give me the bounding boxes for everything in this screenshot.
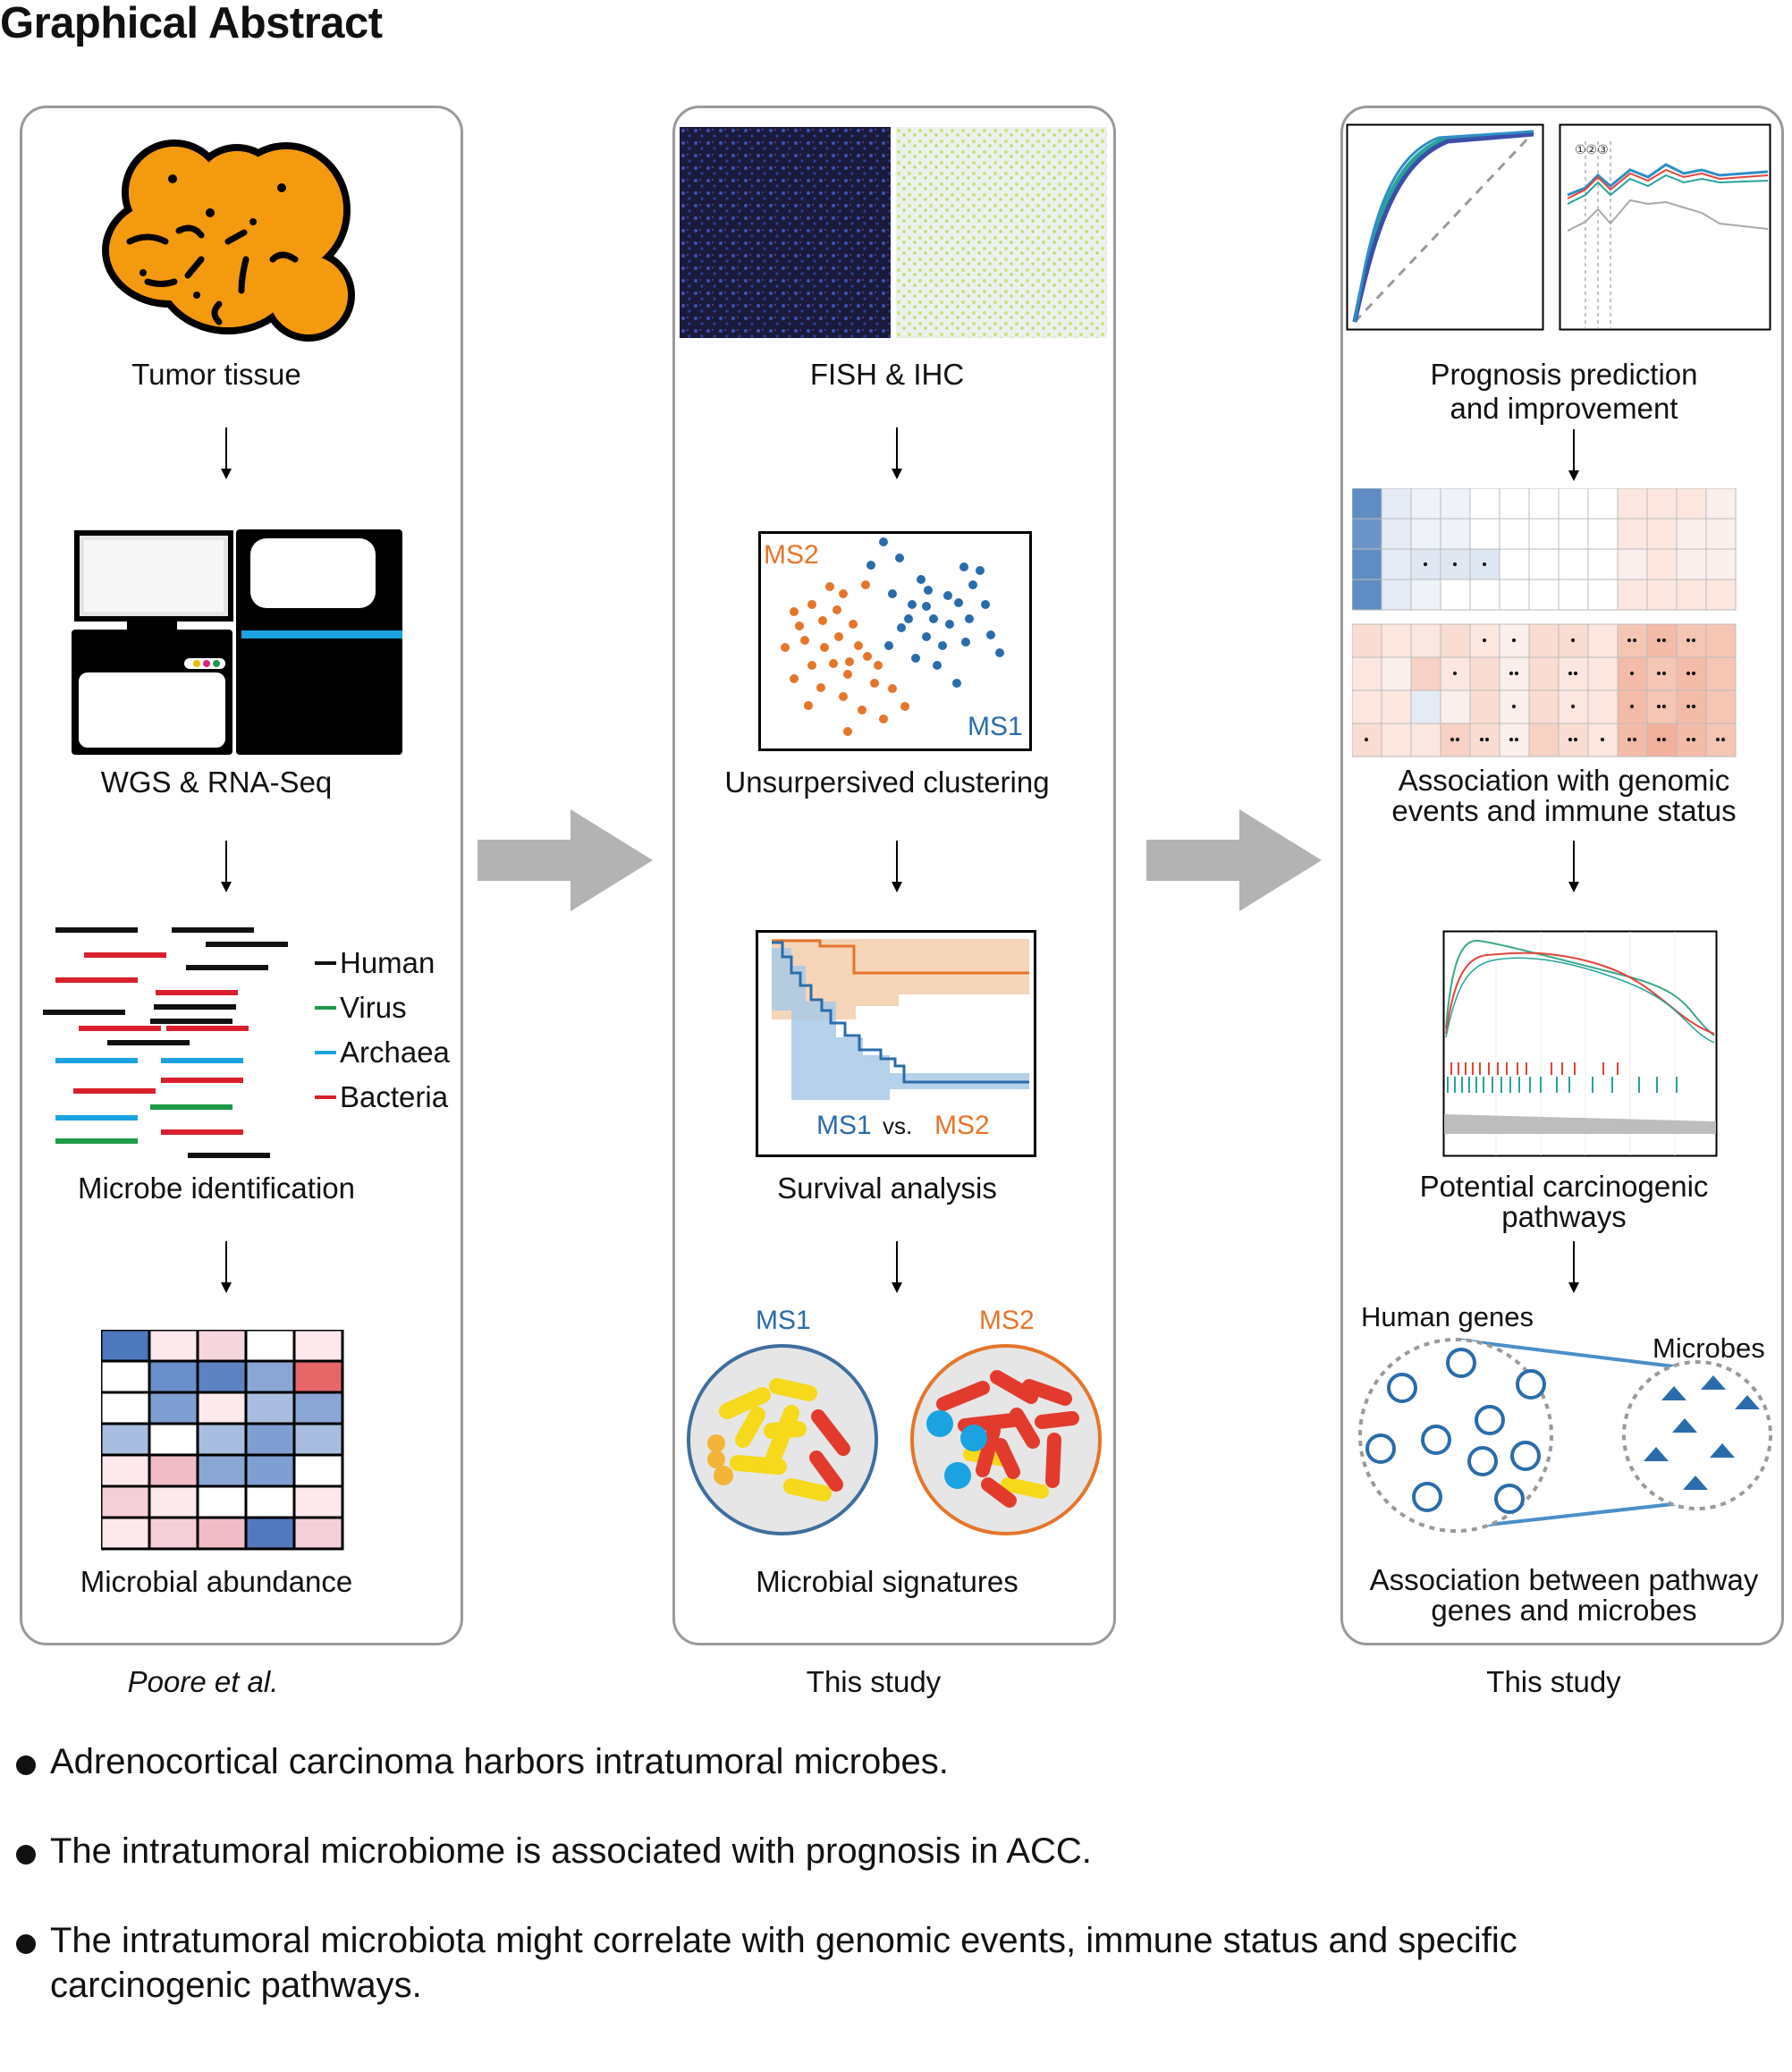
label-human-genes: Human genes	[1361, 1301, 1534, 1332]
km-label-ms1: MS1	[816, 1111, 872, 1140]
km-label-ms2: MS2	[934, 1111, 990, 1140]
graphical-abstract-title: Graphical Abstract	[0, 0, 383, 47]
label-prognosis-prediction: Prognosis prediction and improvement	[1430, 358, 1698, 425]
ms2-signature-circle	[910, 1344, 1102, 1535]
km-label-vs: vs.	[883, 1112, 912, 1139]
down-arrow	[221, 1241, 232, 1293]
label-survival-analysis: Survival analysis	[777, 1171, 997, 1205]
label-genomic-immune: Association with genomic events and immu…	[1391, 764, 1737, 827]
big-right-arrow-1	[478, 809, 653, 911]
legend-virus: Virus	[340, 991, 407, 1024]
sequencing-reads-icon	[43, 927, 288, 1158]
finding-text: The intratumoral microbiome is associate…	[50, 1831, 1092, 1871]
finding-item: Adrenocortical carcinoma harbors intratu…	[14, 1739, 1767, 1784]
gsea-enrichment-plot	[1442, 930, 1718, 1157]
ihc-image	[896, 127, 1107, 338]
read-type-legend-swatches	[315, 961, 336, 1099]
legend-human: Human	[340, 946, 435, 979]
label-microbial-signatures: Microbial signatures	[756, 1565, 1019, 1598]
down-arrow	[1568, 841, 1579, 892]
caption-poore: Poore et al.	[127, 1665, 279, 1698]
label-microbial-abundance: Microbial abundance	[80, 1565, 353, 1598]
gene-microbe-network	[1358, 1338, 1772, 1533]
big-right-arrow-2	[1146, 809, 1322, 911]
km-survival-plot: MS1 vs. MS2	[756, 930, 1036, 1157]
legend-bacteria: Bacteria	[340, 1080, 449, 1113]
performance-line-plot: ①②③	[1559, 123, 1771, 331]
label-microbes: Microbes	[1653, 1332, 1765, 1364]
label-tumor-tissue: Tumor tissue	[131, 358, 301, 391]
cluster-label-ms1: MS1	[968, 712, 1023, 741]
down-arrow	[892, 841, 902, 892]
down-arrow	[892, 427, 902, 479]
genomic-immune-heatmap	[1352, 488, 1737, 757]
finding-text: Adrenocortical carcinoma harbors intratu…	[50, 1742, 949, 1781]
ms1-signature-circle	[687, 1344, 878, 1535]
label-carcinogenic-pathways: Potential carcinogenic pathways	[1419, 1170, 1709, 1233]
down-arrow	[221, 427, 232, 479]
label-pathway-genes-microbes: Association between pathway genes and mi…	[1369, 1563, 1759, 1627]
key-findings-list: Adrenocortical carcinoma harbors intratu…	[14, 1739, 1767, 2052]
bullet-dot-icon	[16, 1934, 36, 1954]
down-arrow	[892, 1241, 902, 1293]
label-unsupervised-clustering: Unsurpersived clustering	[724, 765, 1050, 799]
caption-this-study-middle: This study	[806, 1665, 942, 1698]
signature-label-ms2: MS2	[979, 1306, 1035, 1335]
roc-curve-plot	[1346, 123, 1544, 331]
model-markers: ①②③	[1575, 142, 1609, 156]
legend-archaea: Archaea	[340, 1036, 450, 1069]
caption-this-study-right: This study	[1486, 1665, 1621, 1698]
fish-image	[680, 127, 891, 338]
down-arrow	[221, 841, 232, 892]
down-arrow	[1568, 1241, 1579, 1293]
label-microbe-identification: Microbe identification	[78, 1171, 355, 1205]
bullet-dot-icon	[16, 1755, 36, 1775]
tumor-tissue-icon	[102, 140, 355, 342]
abundance-heatmap	[101, 1330, 344, 1551]
bullet-dot-icon	[16, 1845, 36, 1865]
label-fish-ihc: FISH & IHC	[809, 358, 965, 391]
cluster-label-ms2: MS2	[764, 540, 819, 570]
sequencer-icon	[72, 529, 402, 755]
finding-item: The intratumoral microbiota might correl…	[14, 1918, 1660, 2008]
finding-text: The intratumoral microbiota might correl…	[50, 1921, 1517, 2005]
finding-item: The intratumoral microbiome is associate…	[14, 1829, 1767, 1873]
down-arrow	[1568, 429, 1579, 481]
signature-label-ms1: MS1	[756, 1306, 811, 1335]
label-wgs-rnaseq: WGS & RNA-Seq	[100, 765, 333, 799]
clustering-scatter: MS2 MS1	[758, 531, 1032, 751]
